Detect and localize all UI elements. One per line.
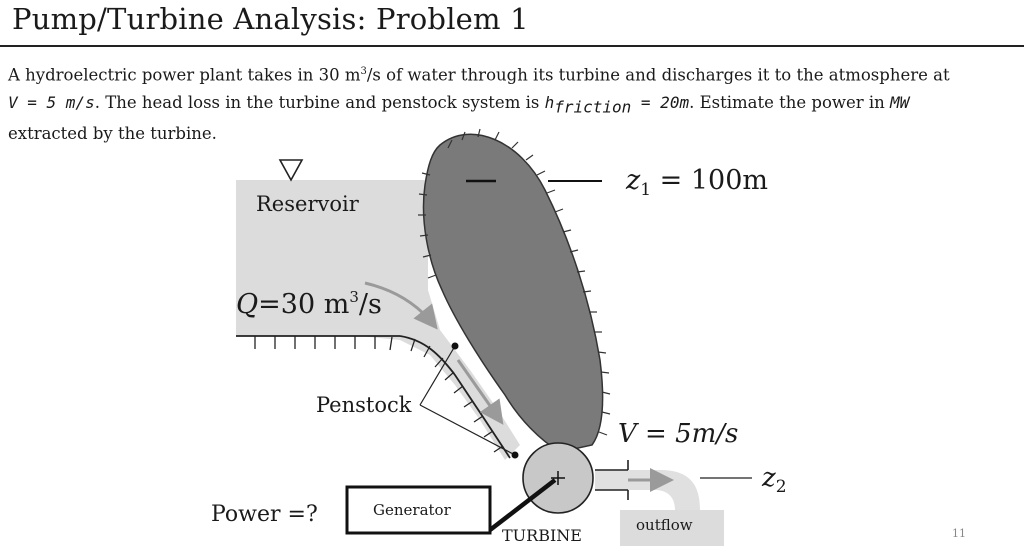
reservoir-label: Reservoir <box>256 192 360 216</box>
flow-value: =30 m <box>258 289 349 320</box>
outflow-label: outflow <box>636 516 693 534</box>
z2-subscript: 2 <box>776 477 787 497</box>
ground-hatching <box>254 336 393 351</box>
generator-label: Generator <box>373 501 452 519</box>
head-loss-value: = 20m <box>631 92 690 112</box>
flow-sup: 3 <box>349 288 359 306</box>
reservoir-water <box>236 180 520 460</box>
turbine-shaft <box>488 478 557 532</box>
penstock-label: Penstock <box>316 393 412 417</box>
generator-box <box>345 485 492 535</box>
z2-label: z2 <box>761 463 787 497</box>
penstock-pointer-2 <box>419 404 516 456</box>
problem-sup: 3 <box>360 66 367 77</box>
velocity-expression: V = 5 m/s <box>8 92 95 112</box>
z1-subscript: 1 <box>640 180 651 200</box>
penstock-point-2 <box>511 451 519 459</box>
turbine-label: TURBINE <box>502 526 582 545</box>
title-divider <box>0 45 1024 47</box>
outflow-box <box>620 510 724 546</box>
slide-title: Pump/Turbine Analysis: Problem 1 <box>12 2 529 36</box>
penstock-hatching <box>410 338 504 453</box>
power-label: Power =? <box>211 502 318 527</box>
flow-arrow-reservoir <box>364 281 438 330</box>
problem-text-2: /s of water through its turbine and disc… <box>366 65 950 85</box>
head-loss-subscript: friction <box>554 96 632 116</box>
z1-symbol: z <box>625 165 641 196</box>
z1-value: = 100m <box>651 165 768 196</box>
problem-text-4: . Estimate the power in <box>689 92 891 112</box>
penstock-wall <box>399 335 511 459</box>
problem-text-5: extracted by the turbine. <box>8 123 217 143</box>
velocity-label: V = 5m/s <box>618 419 738 449</box>
problem-statement: A hydroelectric power plant takes in 30 … <box>8 58 1013 147</box>
problem-text-3: . The head loss in the turbine and penst… <box>94 92 545 112</box>
dam-hatching <box>418 128 611 436</box>
problem-text-1: A hydroelectric power plant takes in 30 … <box>8 65 361 85</box>
free-surface-symbol <box>278 159 304 182</box>
head-loss-symbol: h <box>544 92 555 112</box>
penstock-pointer-1 <box>419 345 456 406</box>
z1-label: z1 = 100m <box>625 165 768 200</box>
flow-q: Q <box>236 289 258 320</box>
unit-mw: MW <box>890 92 910 112</box>
penstock-point-1 <box>451 342 459 350</box>
page-number: 11 <box>952 527 966 540</box>
flow-unit: /s <box>359 289 382 320</box>
flow-arrow-penstock <box>456 359 504 425</box>
flow-rate-label: Q=30 m3/s <box>236 288 382 320</box>
z2-symbol: z <box>761 463 776 493</box>
